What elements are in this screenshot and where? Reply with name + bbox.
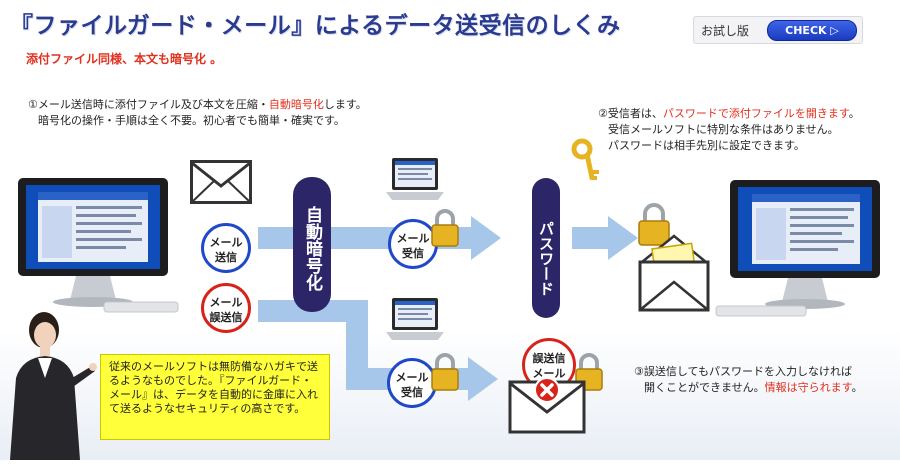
check-button[interactable]: CHECK ▷ [767,20,857,41]
step3-line1: ③誤送信してもパスワードを入力しなければ [634,365,852,378]
mail-recv-label-1: メール [396,232,430,245]
mail-send-label-1: メール [209,236,243,249]
error-icon [533,376,561,404]
auto-encrypt-pill: 自動暗号化 [293,177,331,312]
step2-text: ②受信者は、パスワードで添付ファイルを開きます。 受信メールソフトに特別な条件は… [598,106,860,154]
step2-line2: 受信メールソフトに特別な条件はありません。 [608,123,839,136]
step1-highlight: 自動暗号化 [268,98,324,111]
mail-recv-badge-lower: メール 受信 [387,358,437,408]
mail-recv2-label-2: 受信 [401,386,423,399]
mail-recv-badge-upper: メール 受信 [388,219,438,269]
mail-missend-label-2: 誤送信 [209,311,243,324]
lower-arrow-band-b [346,300,368,390]
trial-box: お試し版 CHECK ▷ [693,16,863,44]
password-pill: パスワード [532,178,560,318]
step3-line2: 開くことができません。 [644,381,765,394]
step1-line1: ①メール送信時に添付ファイル及び本文を圧縮・ [28,98,269,111]
mail-send-badge: メール 送信 [201,223,251,273]
mail-recv2-label-1: メール [395,371,429,384]
woman-icon [0,304,100,460]
sender-monitor-icon [14,176,184,326]
mail-recv-label-2: 受信 [402,247,424,260]
trial-label: お試し版 [701,24,750,38]
upper-arrow-band-2 [572,227,610,249]
step2-line1: ②受信者は、 [598,107,663,120]
laptop-icon-lower [386,296,444,344]
lock-icon-upper [430,208,460,248]
open-envelope-icon [636,232,712,314]
step3-line2-end: 。 [851,381,863,394]
step1-text: ①メール送信時に添付ファイル及び本文を圧縮・自動暗号化します。 暗号化の操作・手… [28,97,367,129]
mail-missend-label-1: メール [209,296,243,309]
step1-line1-end: します。 [323,98,367,111]
step3-highlight: 情報は守られます [764,381,852,394]
step1-line2: 暗号化の操作・手順は全く不要。初心者でも簡単・確実です。 [38,114,345,127]
missend-mail-label-2: メール [532,367,566,380]
callout-box: 従来のメールソフトは無防備なハガキで送るようなものでした。『ファイルガード・メー… [100,354,330,440]
lock-icon-lower [430,352,460,392]
page-title: 『ファイルガード・メール』によるデータ送受信のしくみ [10,13,621,39]
step2-line3: パスワードは相手先別に設定できます。 [608,139,805,152]
key-icon [570,138,604,184]
step2-line1-end: 。 [848,107,860,120]
receiver-monitor-icon [712,178,892,333]
upper-arrow-head-1 [471,216,501,260]
envelope-icon [190,160,252,204]
lock-icon-receiver [637,201,671,247]
step3-text: ③誤送信してもパスワードを入力しなければ 開くことができません。情報は守られます… [634,364,863,396]
laptop-icon-upper [386,156,444,204]
lower-arrow-head [468,357,498,401]
page-subtitle: 添付ファイル同様、本文も暗号化 。 [26,52,223,66]
step2-highlight: パスワードで添付ファイルを開きます [662,107,849,120]
upper-arrow-head-2 [608,216,638,260]
mail-missend-badge: メール 誤送信 [201,283,251,333]
missend-mail-label-1: 誤送信 [532,352,566,365]
mail-send-label-2: 送信 [215,251,237,264]
